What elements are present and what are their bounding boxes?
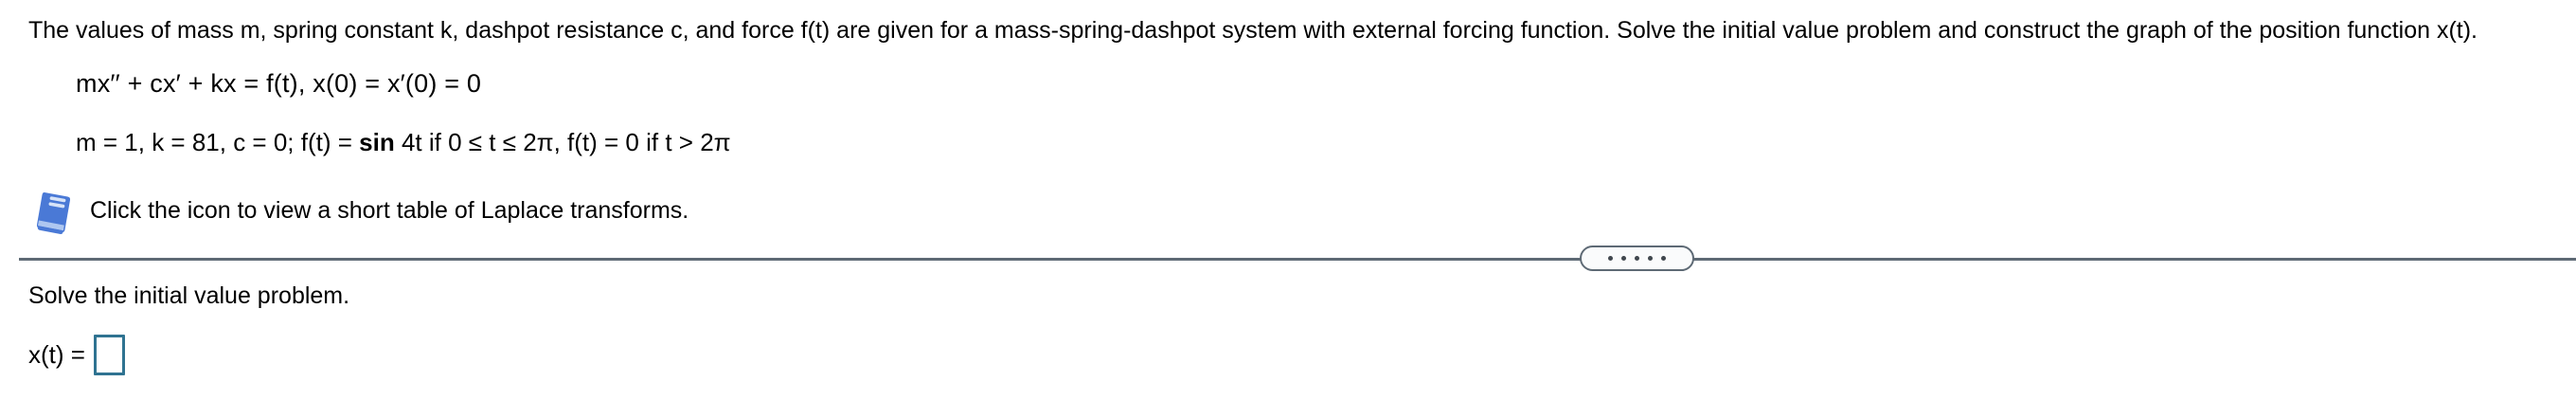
parameters-prefix: m = 1, k = 81, c = 0; f(t) = [76,128,360,156]
answer-label: x(t) = [28,339,85,369]
answer-input[interactable] [93,334,125,375]
answer-prompt: Solve the initial value problem. [28,282,350,309]
expander-dot [1621,256,1626,261]
parameters-sin-keyword: sin [359,128,395,156]
book-icon [36,191,71,234]
laplace-hint-text: Click the icon to view a short table of … [90,197,689,224]
expander-dot [1635,256,1639,261]
parameters-suffix: 4t if 0 ≤ t ≤ 2π, f(t) = 0 if t > 2π [394,128,731,156]
expander-dot [1661,256,1666,261]
expander-dot [1608,256,1613,261]
laplace-hint-row: Click the icon to view a short table of … [34,189,689,236]
section-divider [19,258,2576,261]
section-expander-button[interactable] [1580,245,1694,271]
problem-statement: The values of mass m, spring constant k,… [28,17,2478,44]
answer-row: x(t) = [28,333,125,376]
ivp-equation: mx′′ + cx′ + kx = f(t), x(0) = x′(0) = 0 [76,69,482,98]
parameter-values: m = 1, k = 81, c = 0; f(t) = sin 4t if 0… [76,129,731,156]
laplace-table-icon-button[interactable] [34,189,74,236]
expander-dot [1648,256,1653,261]
